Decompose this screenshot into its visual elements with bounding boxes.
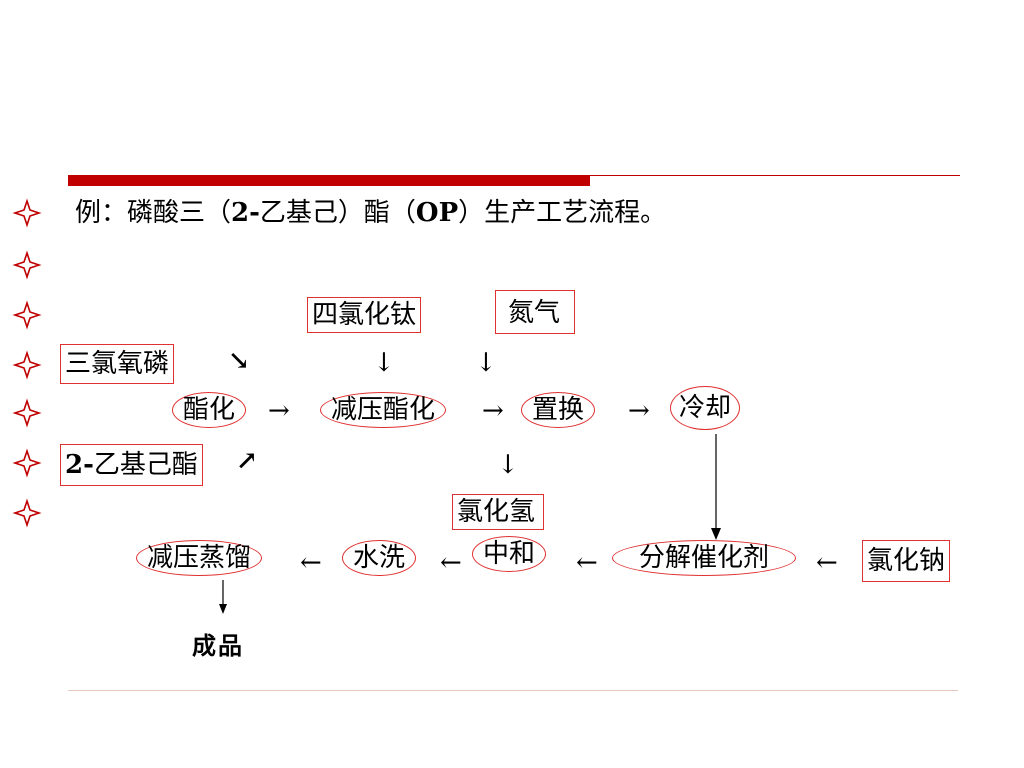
node-cool: 冷却	[670, 386, 741, 430]
title-rule	[590, 175, 960, 176]
arrow-left-1: ←	[300, 548, 322, 578]
node-decompose-catalyst: 分解催化剂	[612, 540, 797, 576]
node-product: 成品	[192, 631, 244, 660]
node-2-ethylhexanol: 2-乙基己酯	[60, 444, 203, 486]
arrow-left-4: ←	[816, 548, 838, 578]
arrow-diag-up: ↗	[236, 446, 258, 476]
footer-rule	[68, 690, 958, 691]
node-vacuum-esterify: 减压酯化	[320, 392, 447, 428]
bullet-star-icon	[12, 448, 42, 478]
bullet-star-icon	[12, 350, 42, 380]
node-vacuum-distill: 减压蒸馏	[136, 540, 263, 576]
node-replace: 置换	[521, 392, 596, 428]
bullet-star-icon	[12, 250, 42, 280]
node-neutralize: 中和	[472, 536, 547, 572]
page-title: 例：磷酸三（2-乙基己）酯（OP）生产工艺流程。	[75, 198, 667, 228]
node-pocl3: 三氯氧磷	[60, 344, 175, 384]
title-accent-bar	[68, 175, 590, 186]
node-esterify: 酯化	[172, 392, 247, 428]
node-nitrogen: 氮气	[495, 290, 576, 334]
bullet-star-icon	[12, 300, 42, 330]
arrow-down-cool	[711, 434, 721, 540]
arrow-diag-down: ↘	[228, 346, 250, 376]
node-hcl: 氯化氢	[452, 494, 545, 530]
node-nacl: 氯化钠	[862, 540, 951, 582]
bullet-star-icon	[12, 198, 42, 228]
bullet-star-icon	[12, 398, 42, 428]
arrow-down-product	[219, 580, 227, 614]
node-ticl4: 四氯化钛	[307, 297, 422, 333]
arrow-down-ticl4: ↓	[373, 348, 395, 378]
arrow-down-nitrogen: ↓	[475, 348, 497, 378]
arrow-down-hcl: ↓	[497, 450, 519, 480]
arrow-left-3: ←	[576, 548, 598, 578]
node-wash: 水洗	[342, 540, 417, 576]
arrow-left-2: ←	[440, 548, 462, 578]
arrow-right-3: →	[628, 396, 650, 426]
bullet-star-icon	[12, 498, 42, 528]
arrow-right-1: →	[268, 396, 290, 426]
arrow-right-2: →	[482, 396, 504, 426]
